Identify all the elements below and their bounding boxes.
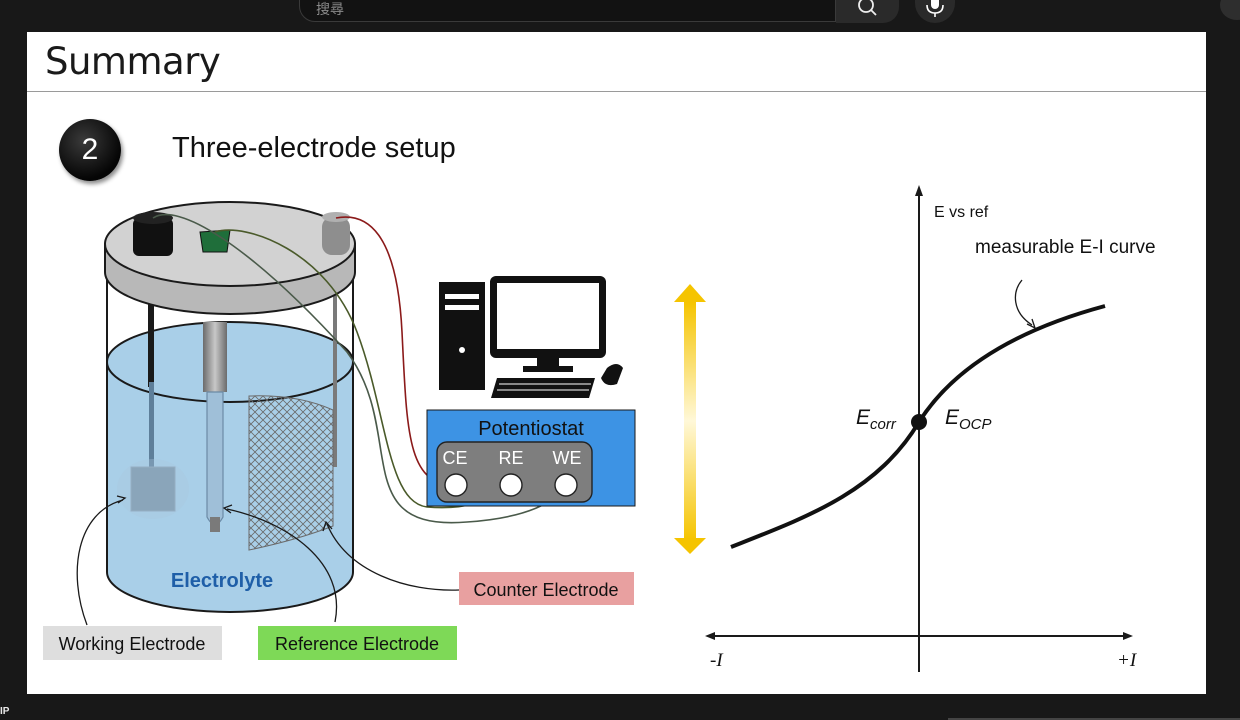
working-electrode-tag: Working Electrode	[43, 626, 222, 660]
search-placeholder: 搜尋	[316, 2, 344, 18]
search-button[interactable]	[836, 0, 899, 23]
e-i-graph: E vs ref measurable E-I curve -I +I Ecor…	[705, 185, 1156, 672]
label-pointers	[76, 495, 460, 626]
three-electrode-diagram: Potentiostat CE RE WE Electrolyte Workin…	[43, 185, 1156, 672]
x-negative-label: -I	[710, 650, 724, 671]
terminal-ce-socket	[444, 473, 468, 497]
search-input[interactable]: 搜尋	[299, 0, 836, 22]
progress-track[interactable]	[948, 718, 1240, 720]
reference-electrode-label: Reference Electrode	[275, 634, 439, 654]
working-electrode-plate	[130, 466, 176, 512]
title-divider	[27, 91, 1206, 92]
profile-button[interactable]	[1220, 0, 1240, 20]
working-electrode-label: Working Electrode	[59, 634, 206, 654]
terminal-ce-label: CE	[442, 448, 467, 468]
terminal-we-socket	[554, 473, 578, 497]
counter-electrode-mesh	[248, 395, 334, 551]
browser-top-bar: 搜尋	[0, 0, 1240, 32]
reference-electrode-cap	[203, 322, 227, 392]
potentiostat-label: Potentiostat	[478, 418, 584, 440]
y-axis-label: E vs ref	[934, 204, 989, 221]
curve-label: measurable E-I curve	[975, 237, 1156, 258]
potentiostat-panel: Potentiostat CE RE WE	[426, 409, 636, 507]
ecorr-label: Ecorr	[856, 406, 897, 433]
microphone-icon	[926, 0, 944, 17]
counter-electrode-tag: Counter Electrode	[459, 572, 634, 605]
electrolyte-label: Electrolyte	[171, 570, 273, 592]
section-title: Three-electrode setup	[172, 132, 456, 164]
slide-title: Summary	[45, 40, 221, 83]
reference-electrode-tag: Reference Electrode	[258, 626, 457, 660]
electrolyte-surface	[106, 321, 354, 403]
potential-sweep-arrow	[674, 284, 706, 554]
computer-icon	[439, 276, 623, 398]
search-icon	[858, 0, 877, 16]
terminal-re-socket	[499, 473, 523, 497]
reference-electrode-tube	[206, 391, 224, 526]
browser-bottom-bar: IP	[0, 694, 1240, 720]
terminal-we-label: WE	[553, 448, 582, 468]
x-positive-label: +I	[1117, 650, 1138, 671]
working-wire	[152, 213, 568, 524]
counter-wire	[335, 216, 458, 486]
terminal-re-label: RE	[498, 448, 523, 468]
counter-electrode-label: Counter Electrode	[473, 580, 618, 600]
bottom-mark: IP	[0, 706, 10, 717]
corrosion-potential-point	[911, 414, 927, 430]
presentation-slide: Summary 2 Three-electrode setup	[27, 32, 1206, 694]
eocp-label: EOCP	[945, 406, 992, 433]
electrochemical-cell	[104, 201, 356, 613]
step-number-badge: 2	[59, 119, 121, 181]
voice-search-button[interactable]	[915, 0, 955, 23]
